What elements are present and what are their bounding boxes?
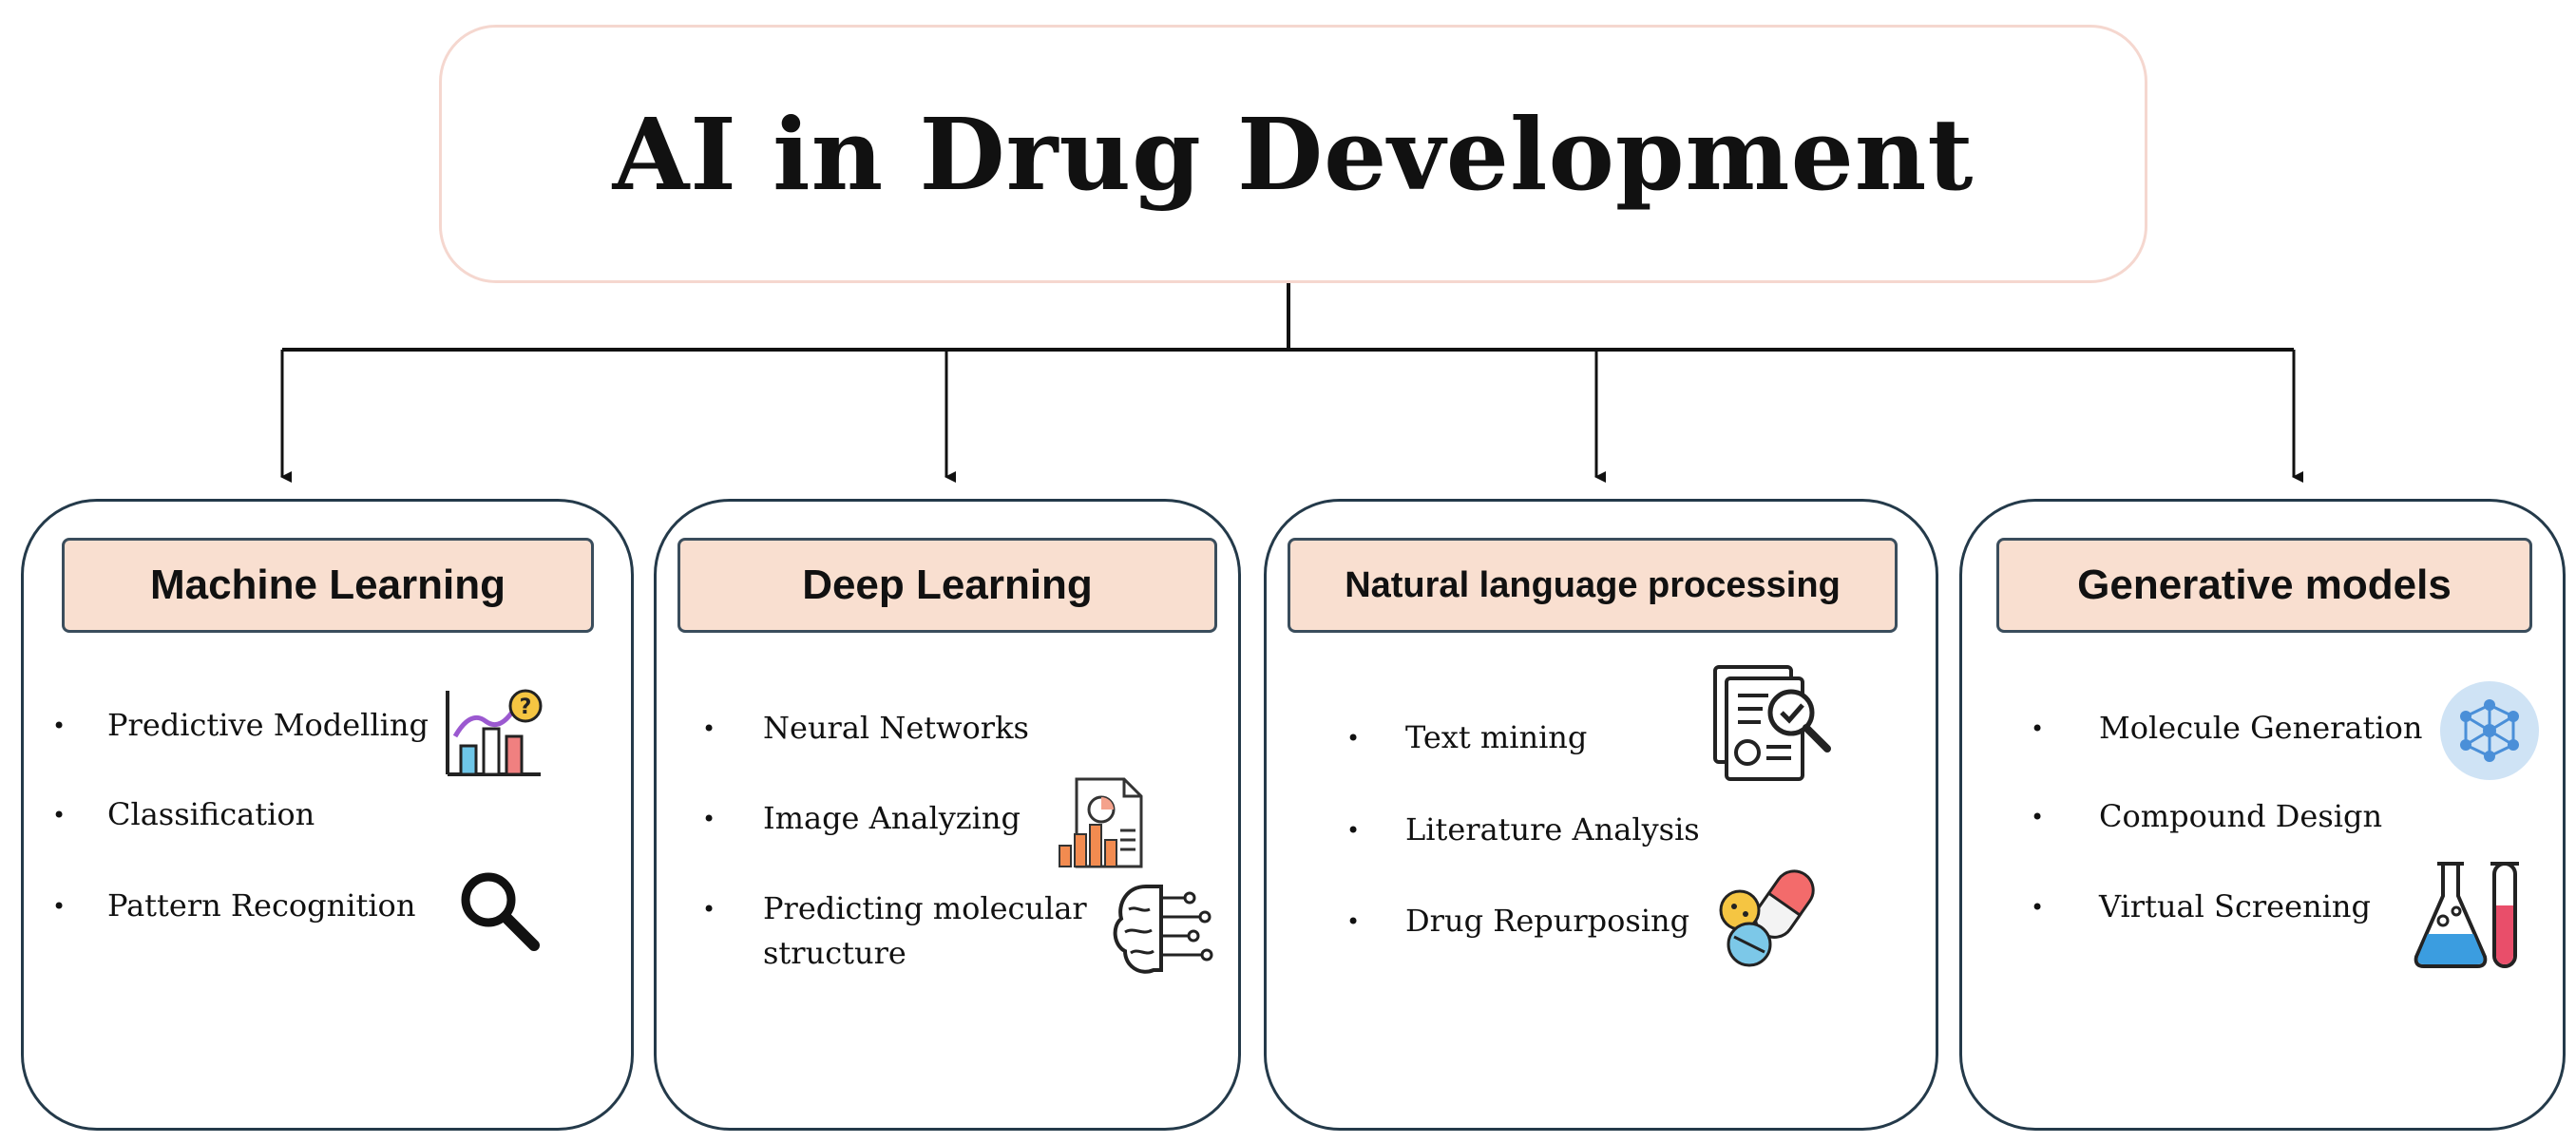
bullet: • (702, 715, 716, 742)
pills-icon (1719, 869, 1815, 967)
list-item: Text mining (1405, 719, 1588, 755)
ai-brain-icon (1113, 885, 1213, 974)
bullet: • (1346, 725, 1361, 752)
list-item: Drug Repurposing (1405, 903, 1690, 939)
card-heading: Natural language processing (1288, 538, 1898, 633)
list-item: Virtual Screening (2099, 888, 2371, 924)
card-heading: Machine Learning (62, 538, 594, 633)
card-generative-models: Generative models • Molecule Generation … (1959, 499, 2566, 1131)
card-machine-learning: Machine Learning • Predictive Modelling … (21, 499, 634, 1131)
list-item: Compound Design (2099, 798, 2383, 834)
list-item: Literature Analysis (1405, 811, 1700, 848)
list-item: Molecule Generation (2099, 710, 2423, 746)
card-deep-learning: Deep Learning • Neural Networks • Image … (654, 499, 1241, 1131)
lab-flasks-icon (2414, 862, 2519, 968)
bullet: • (2031, 715, 2045, 742)
magnifier-icon (461, 872, 540, 951)
bullet: • (1346, 908, 1361, 935)
list-item: Predictive Modelling (107, 707, 429, 743)
svg-text:?: ? (520, 695, 532, 719)
list-item: Neural Networks (763, 710, 1029, 746)
bullet: • (1346, 817, 1361, 844)
title-box: AI in Drug Development (439, 25, 2147, 283)
card-heading: Generative models (1996, 538, 2532, 633)
bullet: • (702, 896, 716, 923)
molecule-network-icon (2440, 681, 2539, 780)
bullet: • (52, 802, 67, 829)
document-search-icon (1713, 665, 1831, 781)
bullet: • (702, 806, 716, 832)
bullet: • (2031, 894, 2045, 921)
diagram-title: AI in Drug Development (612, 95, 1975, 213)
bullet: • (2031, 804, 2045, 830)
list-item: Pattern Recognition (107, 887, 416, 924)
list-item: Classification (107, 796, 315, 832)
card-natural-language-processing: Natural language processing • Text minin… (1264, 499, 1938, 1131)
list-item: Image Analyzing (763, 800, 1021, 836)
bullet: • (52, 713, 67, 739)
list-item: Predicting molecular (763, 890, 1087, 926)
card-heading: Deep Learning (677, 538, 1217, 633)
bullet: • (52, 893, 67, 920)
bar-chart-question-icon: ? (446, 689, 543, 776)
list-item: structure (763, 935, 906, 971)
document-chart-icon (1059, 777, 1143, 868)
